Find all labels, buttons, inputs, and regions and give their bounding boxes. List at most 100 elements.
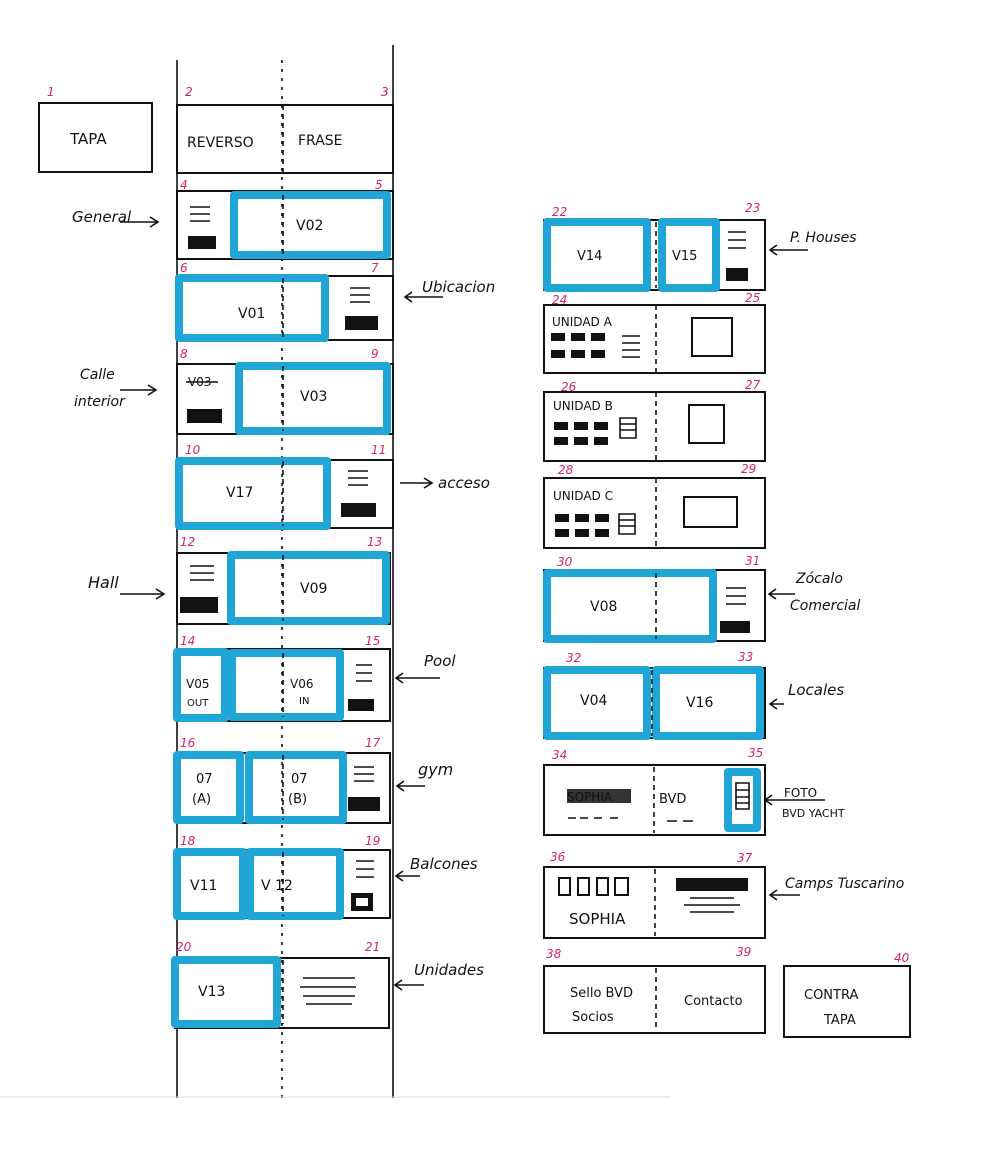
svg-text:11: 11 (371, 443, 386, 457)
sheet-24-25: 24 25 UNIDAD A (543, 291, 766, 374)
v16-label: V16 (686, 695, 713, 711)
svg-text:25: 25 (745, 291, 760, 305)
note-pool: Pool (424, 652, 456, 670)
reverso-label: REVERSO (187, 135, 254, 151)
svg-text:30: 30 (557, 555, 573, 569)
sheet-16-17: 16 17 07 (A) 07 (B) gym (173, 736, 453, 824)
v07a-label: 07 (196, 772, 213, 787)
note-unidades: Unidades (414, 961, 484, 979)
sheet-6-7: 6 7 V01 Ubicacion (175, 261, 495, 342)
v13-label: V13 (198, 984, 225, 1000)
svg-text:7: 7 (371, 261, 379, 275)
svg-text:21: 21 (365, 940, 380, 954)
sheet-12-13: 12 13 V09 Hall (88, 535, 391, 625)
sophia-strike: SOPHIA (567, 790, 613, 804)
note-acceso: acceso (438, 474, 490, 492)
svg-text:16: 16 (180, 736, 196, 750)
svg-text:1: 1 (47, 85, 55, 99)
sheet-30-31: 30 31 V08 Zócalo Comercial (543, 554, 861, 643)
svg-text:8: 8 (180, 347, 188, 361)
v04-label: V04 (580, 693, 607, 709)
note-ubicacion: Ubicacion (422, 278, 495, 296)
note-general: General (72, 208, 132, 226)
contra-label: CONTRA (804, 988, 858, 1003)
svg-text:18: 18 (180, 834, 196, 848)
v11-label: V11 (190, 878, 217, 894)
v05-sub: OUT (187, 698, 209, 709)
v02-label: V02 (296, 218, 323, 234)
unidad-b-label: UNIDAD B (553, 399, 613, 413)
note-calle: Calle (80, 367, 115, 383)
note-comercial: Comercial (790, 598, 861, 614)
svg-text:17: 17 (365, 736, 381, 750)
svg-text:38: 38 (546, 947, 562, 961)
v07b-sub: (B) (288, 792, 307, 807)
sello-line1: Sello BVD (570, 986, 633, 1001)
svg-text:32: 32 (566, 651, 581, 665)
unidad-a-label: UNIDAD A (552, 315, 613, 329)
sheet-1-tapa: 1 TAPA (38, 85, 153, 173)
tapa-label-2: TAPA (823, 1013, 856, 1028)
sello-line2: Socios (572, 1010, 614, 1025)
note-zocalo: Zócalo (795, 571, 843, 587)
note-interior: interior (74, 394, 126, 410)
v06-sub: IN (299, 696, 309, 707)
svg-text:12: 12 (180, 535, 195, 549)
sheet-4-5: 4 5 V02 General (72, 178, 394, 260)
v07b-label: 07 (291, 772, 308, 787)
svg-text:22: 22 (552, 205, 567, 219)
sheet-22-23: 22 23 V14 V15 P. Houses (543, 201, 857, 292)
v01-label: V01 (238, 306, 265, 322)
v09-label: V09 (300, 581, 327, 597)
svg-text:3: 3 (381, 85, 389, 99)
note-balcones: Balcones (410, 855, 478, 873)
svg-text:33: 33 (738, 650, 753, 664)
svg-text:9: 9 (371, 347, 379, 361)
note-locales: Locales (788, 681, 844, 699)
sheet-38-39: 38 39 Sello BVD Socios Contacto (543, 945, 766, 1034)
svg-text:20: 20 (176, 940, 192, 954)
svg-text:6: 6 (180, 261, 188, 275)
svg-text:10: 10 (185, 443, 201, 457)
sheet-8-9: 8 9 V03 V03 Calle interior (74, 347, 394, 435)
sheet-20-21: 20 21 V13 Unidades (171, 940, 484, 1029)
svg-text:24: 24 (552, 293, 567, 307)
svg-text:37: 37 (737, 851, 753, 865)
unidad-c-label: UNIDAD C (553, 489, 613, 503)
svg-text:19: 19 (365, 834, 380, 848)
sheet-36-37: 36 37 SOPHIA Camps Tuscarino (543, 850, 904, 939)
sheet-2-3: 2 3 REVERSO FRASE (176, 85, 394, 174)
svg-text:2: 2 (185, 85, 193, 99)
note-bvd-yacht: BVD YACHT (782, 807, 845, 820)
svg-text:27: 27 (745, 378, 761, 392)
svg-text:31: 31 (745, 554, 760, 568)
svg-text:14: 14 (180, 634, 195, 648)
v06-label: V06 (290, 677, 313, 691)
sheet-40-contratapa: 40 CONTRA TAPA (783, 951, 911, 1038)
v14-label: V14 (577, 249, 602, 264)
sheet-10-11: 10 11 V17 acceso (175, 443, 490, 530)
svg-text:23: 23 (745, 201, 760, 215)
svg-text:39: 39 (736, 945, 751, 959)
svg-text:26: 26 (561, 380, 577, 394)
svg-text:15: 15 (365, 634, 380, 648)
note-gym: gym (418, 760, 453, 779)
svg-text:36: 36 (550, 850, 566, 864)
svg-text:29: 29 (741, 462, 756, 476)
note-phouses: P. Houses (790, 230, 857, 246)
sheet-26-27: 26 27 UNIDAD B (543, 378, 766, 462)
sheet-28-29: 28 29 UNIDAD C (543, 462, 766, 549)
svg-text:28: 28 (558, 463, 574, 477)
svg-text:4: 4 (180, 178, 188, 192)
sheet-14-15: 14 15 V05 OUT V06 IN Pool (173, 634, 456, 722)
note-hall: Hall (88, 573, 119, 592)
binding-guides (176, 45, 394, 1098)
svg-text:5: 5 (375, 178, 383, 192)
sheet-32-33: 32 33 V04 V16 Locales (543, 650, 844, 740)
tapa-label: TAPA (69, 130, 107, 148)
v08-label: V08 (590, 599, 617, 615)
v03-label: V03 (300, 389, 327, 405)
note-camps: Camps Tuscarino (785, 876, 904, 892)
frase-label: FRASE (298, 133, 343, 149)
